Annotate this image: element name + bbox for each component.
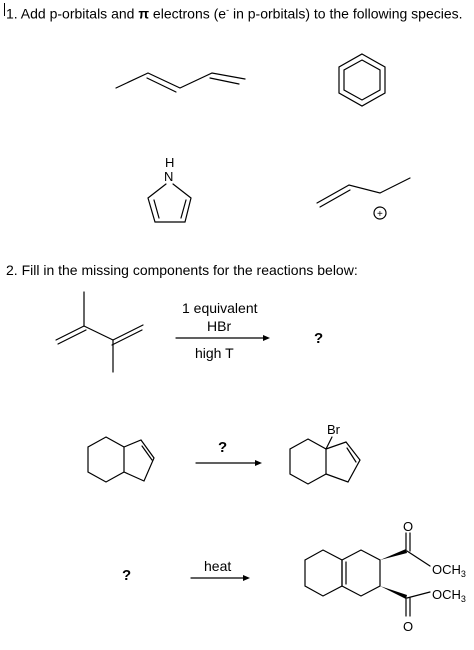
reaction-3-reactant-unknown: ? (122, 567, 131, 584)
reaction-1-product-unknown: ? (314, 330, 323, 347)
bromine-label: Br (327, 422, 341, 437)
reaction-2-arrow (195, 460, 262, 466)
reaction-1-reagent-line1: 1 equivalent (182, 300, 258, 316)
reaction-3-condition: heat (204, 558, 231, 574)
carbonyl-o-top-label: O (403, 519, 413, 534)
positive-charge-label: + (377, 209, 383, 220)
question-1-text: 1. Add p-orbitals and π electrons (e- in… (6, 5, 463, 22)
alkene-cation-structure (316, 177, 411, 220)
reaction-1-reagent-line2: HBr (207, 318, 231, 334)
reaction-2-reagent-unknown: ? (218, 439, 227, 456)
pi-symbol: π (138, 5, 150, 22)
bicyclic-alkene-reactant (87, 436, 155, 483)
pyrrole-structure (147, 183, 192, 223)
hexadiene-structure (115, 72, 246, 93)
question-1-number: 1. (6, 5, 18, 22)
diene-reactant-structure (55, 291, 144, 373)
bromo-bicycle-product (289, 436, 361, 485)
diester-product-structure (304, 532, 431, 617)
benzene-structure (338, 53, 386, 107)
carbonyl-o-bottom-label: O (403, 619, 413, 634)
question-2-text: 2. Fill in the missing components for th… (6, 262, 358, 278)
ester-label-bottom: OCH3 (432, 587, 466, 604)
reaction-3-arrow (190, 575, 250, 581)
pyrrole-h-label: H (165, 155, 174, 170)
reaction-1-arrow (175, 335, 270, 341)
pyrrole-n-label: N (164, 169, 173, 184)
text-cursor (4, 3, 5, 16)
reaction-1-condition: high T (195, 345, 234, 361)
ester-label-top: OCH3 (432, 562, 466, 579)
